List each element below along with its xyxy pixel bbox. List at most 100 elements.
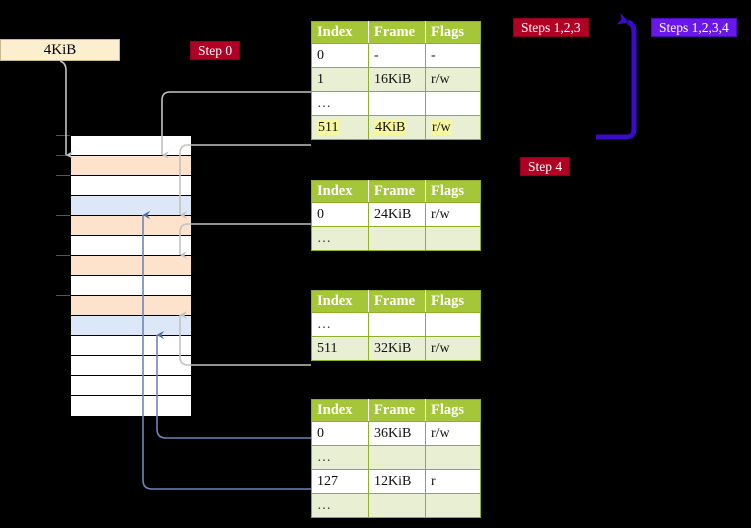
table-cell: r/w bbox=[425, 336, 481, 361]
memory-grid-row bbox=[71, 316, 191, 336]
memory-grid-row bbox=[71, 336, 191, 356]
badge-steps-1-2-3-4: Steps 1,2,3,4 bbox=[651, 18, 737, 37]
table-cell: 511 bbox=[311, 336, 369, 361]
grid-tick bbox=[56, 155, 70, 156]
table-header-flags: Flags bbox=[425, 180, 481, 203]
memory-grid-row bbox=[71, 236, 191, 256]
grid-tick bbox=[56, 175, 70, 176]
table-header-frame: Frame bbox=[368, 399, 426, 422]
violet-bracket bbox=[596, 13, 637, 140]
table1-edge-marker bbox=[480, 131, 483, 138]
table-cell: r/w bbox=[425, 421, 481, 446]
wire-table3-row511 bbox=[179, 311, 311, 366]
grid-tick bbox=[56, 255, 70, 256]
table-cell bbox=[368, 493, 426, 518]
table-row: … bbox=[311, 493, 481, 518]
badge-steps-1-2-3-label: Steps 1,2,3 bbox=[521, 19, 581, 35]
table-cell: 0 bbox=[311, 202, 369, 227]
table-cell: r/w bbox=[425, 67, 481, 92]
wire-step-0 bbox=[59, 60, 73, 159]
table-cell: … bbox=[311, 493, 369, 518]
table-cell: 0 bbox=[311, 43, 369, 68]
table-cell: - bbox=[368, 43, 426, 68]
table-cell: 127 bbox=[311, 469, 369, 494]
table-cell: … bbox=[311, 91, 369, 116]
table-header-frame: Frame bbox=[368, 290, 426, 313]
table-header-frame: Frame bbox=[368, 21, 426, 44]
table-cell bbox=[368, 445, 426, 470]
table-cell: 32KiB bbox=[368, 336, 426, 361]
table-cell bbox=[368, 312, 426, 337]
badge-step-0: Step 0 bbox=[190, 41, 241, 60]
table-cell: … bbox=[311, 226, 369, 251]
table-cell: - bbox=[425, 43, 481, 68]
table-cell bbox=[425, 445, 481, 470]
memory-grid-row bbox=[71, 196, 191, 216]
table-header-flags: Flags bbox=[425, 290, 481, 313]
badge-step-4-label: Step 4 bbox=[528, 158, 563, 174]
memory-grid bbox=[70, 135, 191, 416]
table-row: … bbox=[311, 312, 481, 337]
table-cell: 16KiB bbox=[368, 67, 426, 92]
table-row: 0-- bbox=[311, 43, 481, 68]
memory-grid-row bbox=[71, 376, 191, 396]
table-header-index: Index bbox=[311, 21, 369, 44]
memory-block-4kib: 4KiB bbox=[0, 39, 120, 61]
memory-grid-row bbox=[71, 396, 191, 416]
memory-grid-row bbox=[71, 156, 191, 176]
grid-tick bbox=[56, 215, 70, 216]
table-cell: r bbox=[425, 469, 481, 494]
badge-step-0-label: Step 0 bbox=[198, 42, 233, 58]
table-header-flags: Flags bbox=[425, 21, 481, 44]
table-row: … bbox=[311, 226, 481, 251]
table-header-index: Index bbox=[311, 399, 369, 422]
table-header-index: Index bbox=[311, 290, 369, 313]
table-cell: r/w bbox=[425, 202, 481, 227]
table-cell: 12KiB bbox=[368, 469, 426, 494]
table-cell bbox=[425, 493, 481, 518]
memory-grid-row bbox=[71, 176, 191, 196]
table-cell: 24KiB bbox=[368, 202, 426, 227]
wire-table2-row0 bbox=[179, 223, 311, 259]
table-cell: … bbox=[311, 445, 369, 470]
memory-grid-row bbox=[71, 256, 191, 276]
table-cell: 4KiB bbox=[368, 115, 426, 140]
table-cell: 0 bbox=[311, 421, 369, 446]
memory-grid-row bbox=[71, 276, 191, 296]
table-cell: 36KiB bbox=[368, 421, 426, 446]
table-cell bbox=[368, 226, 426, 251]
memory-grid-row bbox=[71, 136, 191, 156]
table-header-flags: Flags bbox=[425, 399, 481, 422]
memory-block-label: 4KiB bbox=[43, 41, 77, 58]
memory-grid-row bbox=[71, 356, 191, 376]
table-row: … bbox=[311, 91, 481, 116]
wire-table1-row511 bbox=[179, 144, 311, 219]
memory-grid-row bbox=[71, 216, 191, 236]
grid-tick bbox=[56, 295, 70, 296]
badge-steps-1-2-3: Steps 1,2,3 bbox=[513, 18, 589, 37]
table-cell bbox=[368, 91, 426, 116]
table-cell bbox=[425, 91, 481, 116]
badge-steps-1-2-3-4-label: Steps 1,2,3,4 bbox=[659, 19, 729, 35]
table-cell: r/w bbox=[425, 115, 481, 140]
memory-grid-row bbox=[71, 296, 191, 316]
table-row: … bbox=[311, 445, 481, 470]
table-header-index: Index bbox=[311, 180, 369, 203]
grid-tick bbox=[56, 135, 70, 136]
table-cell: … bbox=[311, 312, 369, 337]
table-cell: 1 bbox=[311, 67, 369, 92]
table-cell bbox=[425, 312, 481, 337]
badge-step-4: Step 4 bbox=[520, 157, 571, 176]
table-cell: 511 bbox=[311, 115, 369, 140]
